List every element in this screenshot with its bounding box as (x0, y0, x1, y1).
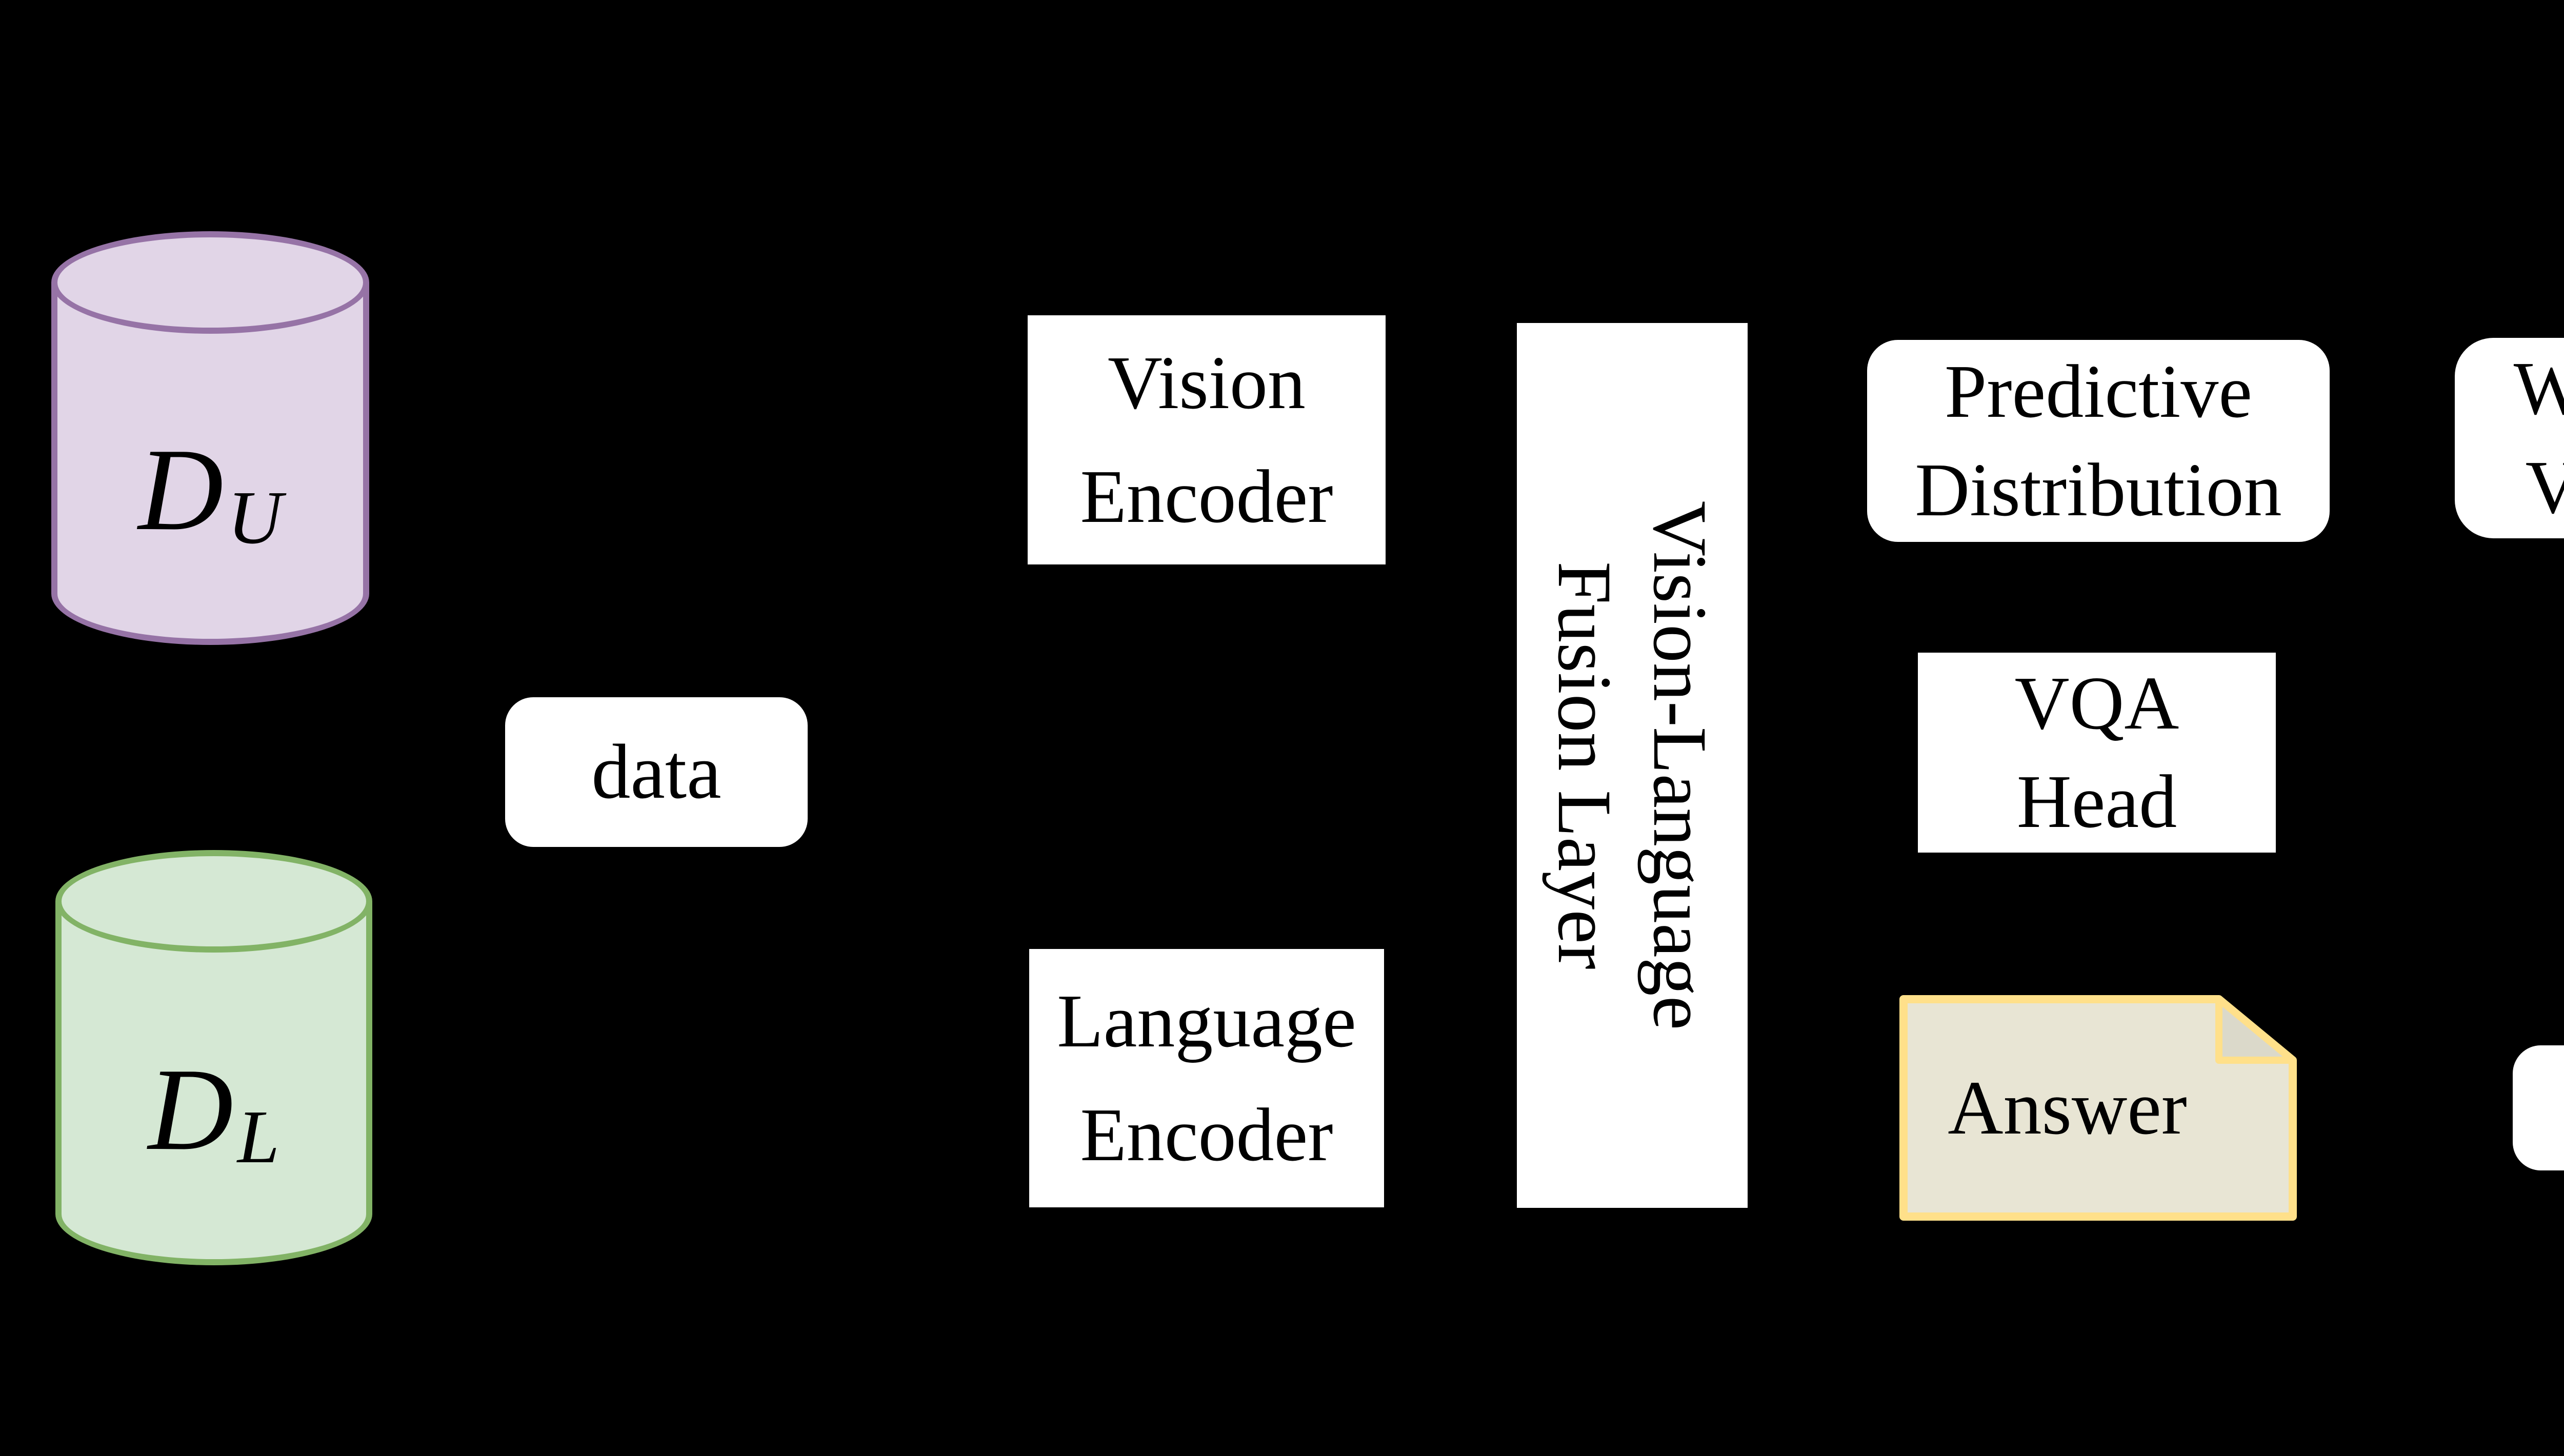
fusion-layer-rotated-text: Vision-Language Fusion Layer (1537, 323, 1728, 1208)
language-encoder-box: Language Encoder (1029, 949, 1384, 1207)
dataset-subscript: U (227, 475, 283, 560)
vqa-head-line2: Head (2016, 760, 2177, 844)
vision-encoder-line1: Vision (1108, 341, 1306, 425)
language-encoder-line1: Language (1057, 979, 1356, 1063)
data-node-label: data (591, 729, 722, 815)
vision-encoder-line2: Encoder (1080, 455, 1333, 539)
weighted-variance-line1: Weighted (2513, 347, 2564, 431)
predictive-distribution-box: Predictive Distribution (1867, 340, 2330, 542)
note-shape (1899, 995, 2297, 1221)
weighted-variance-box: Weighted Variance (2455, 338, 2564, 538)
fusion-layer-line2: Fusion Layer (1542, 561, 1627, 969)
fusion-layer-box: Vision-Language Fusion Layer (1517, 323, 1748, 1208)
cylinder-top-ellipse (55, 850, 372, 953)
answer-label: Answer (1948, 1065, 2187, 1150)
loss-box: Loss (2513, 1045, 2564, 1170)
dataset-subscript: L (237, 1095, 280, 1179)
cylinder-top-ellipse (51, 231, 369, 334)
fusion-layer-line1: Vision-Language (1637, 500, 1722, 1030)
vqa-head-line1: VQA (2014, 661, 2179, 745)
dataset-symbol: D (148, 1043, 233, 1175)
language-encoder-line2: Encoder (1080, 1093, 1333, 1177)
answer-note: Answer (1899, 995, 2297, 1221)
dataset-symbol: D (138, 424, 224, 555)
data-node: data (505, 697, 808, 847)
vision-encoder-box: Vision Encoder (1028, 315, 1386, 564)
predictive-distribution-line1: Predictive (1944, 349, 2253, 434)
predictive-distribution-line2: Distribution (1915, 448, 2282, 532)
weighted-variance-line2: Variance (2525, 445, 2564, 530)
vqa-head-box: VQA Head (1918, 653, 2276, 853)
